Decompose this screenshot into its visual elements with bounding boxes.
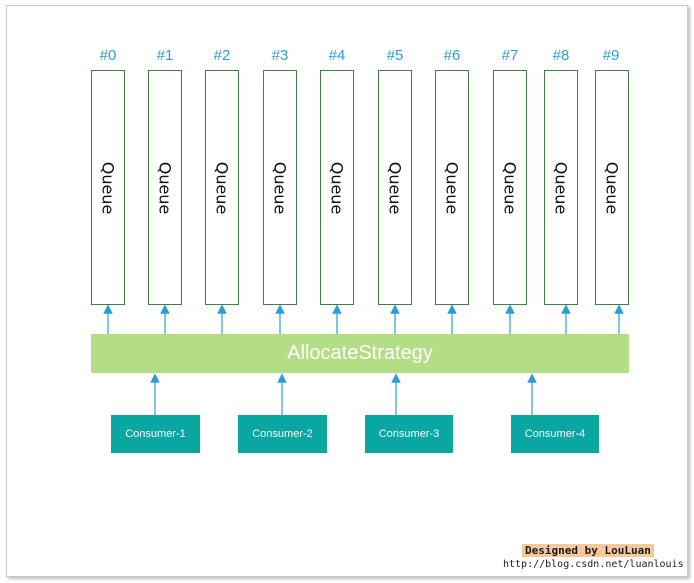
queue-label: Queue (98, 161, 118, 214)
queue-box-1: Queue (148, 70, 182, 305)
queue-index-5: #5 (386, 47, 404, 64)
queue-box-9: Queue (595, 70, 629, 305)
allocate-strategy-bar: AllocateStrategy (91, 334, 629, 373)
queue-label: Queue (212, 161, 232, 214)
queue-box-3: Queue (263, 70, 297, 305)
queue-label: Queue (442, 161, 462, 214)
allocate-strategy-label: AllocateStrategy (287, 342, 433, 364)
queue-label: Queue (155, 161, 175, 214)
consumer-to-strategy-arrows (150, 373, 537, 415)
credit-url: http://blog.csdn.net/luanlouis (503, 559, 684, 570)
queue-box-4: Queue (320, 70, 354, 305)
queue-box-6: Queue (435, 70, 469, 305)
queue-box-2: Queue (205, 70, 239, 305)
consumer-label: Consumer-4 (524, 428, 586, 440)
queue-box-5: Queue (378, 70, 412, 305)
queue-label: Queue (270, 161, 290, 214)
consumer-box-3: Consumer-3 (365, 415, 453, 453)
queue-label: Queue (602, 161, 622, 214)
consumer-box-2: Consumer-2 (238, 415, 327, 453)
queue-label: Queue (500, 161, 520, 214)
queue-index-9: #9 (602, 47, 620, 64)
queue-box-0: Queue (91, 70, 125, 305)
queue-index-4: #4 (328, 47, 346, 64)
queue-index-6: #6 (443, 47, 461, 64)
queue-box-7: Queue (493, 70, 527, 305)
queue-index-8: #8 (552, 47, 570, 64)
queue-index-3: #3 (271, 47, 289, 64)
consumer-box-1: Consumer-1 (111, 415, 200, 453)
queue-label: Queue (385, 161, 405, 214)
consumer-label: Consumer-3 (378, 428, 440, 440)
consumer-label: Consumer-1 (125, 428, 186, 440)
queue-label: Queue (551, 161, 571, 214)
queue-index-0: #0 (99, 47, 117, 64)
queue-index-7: #7 (501, 47, 519, 64)
queue-box-8: Queue (544, 70, 578, 305)
queue-index-1: #1 (156, 47, 174, 64)
consumer-label: Consumer-2 (252, 428, 313, 440)
queue-index-2: #2 (213, 47, 231, 64)
consumer-box-4: Consumer-4 (511, 415, 599, 453)
strategy-to-queue-arrows (103, 304, 624, 334)
queue-label: Queue (327, 161, 347, 214)
credit-title: Designed by LouLuan (522, 544, 654, 557)
